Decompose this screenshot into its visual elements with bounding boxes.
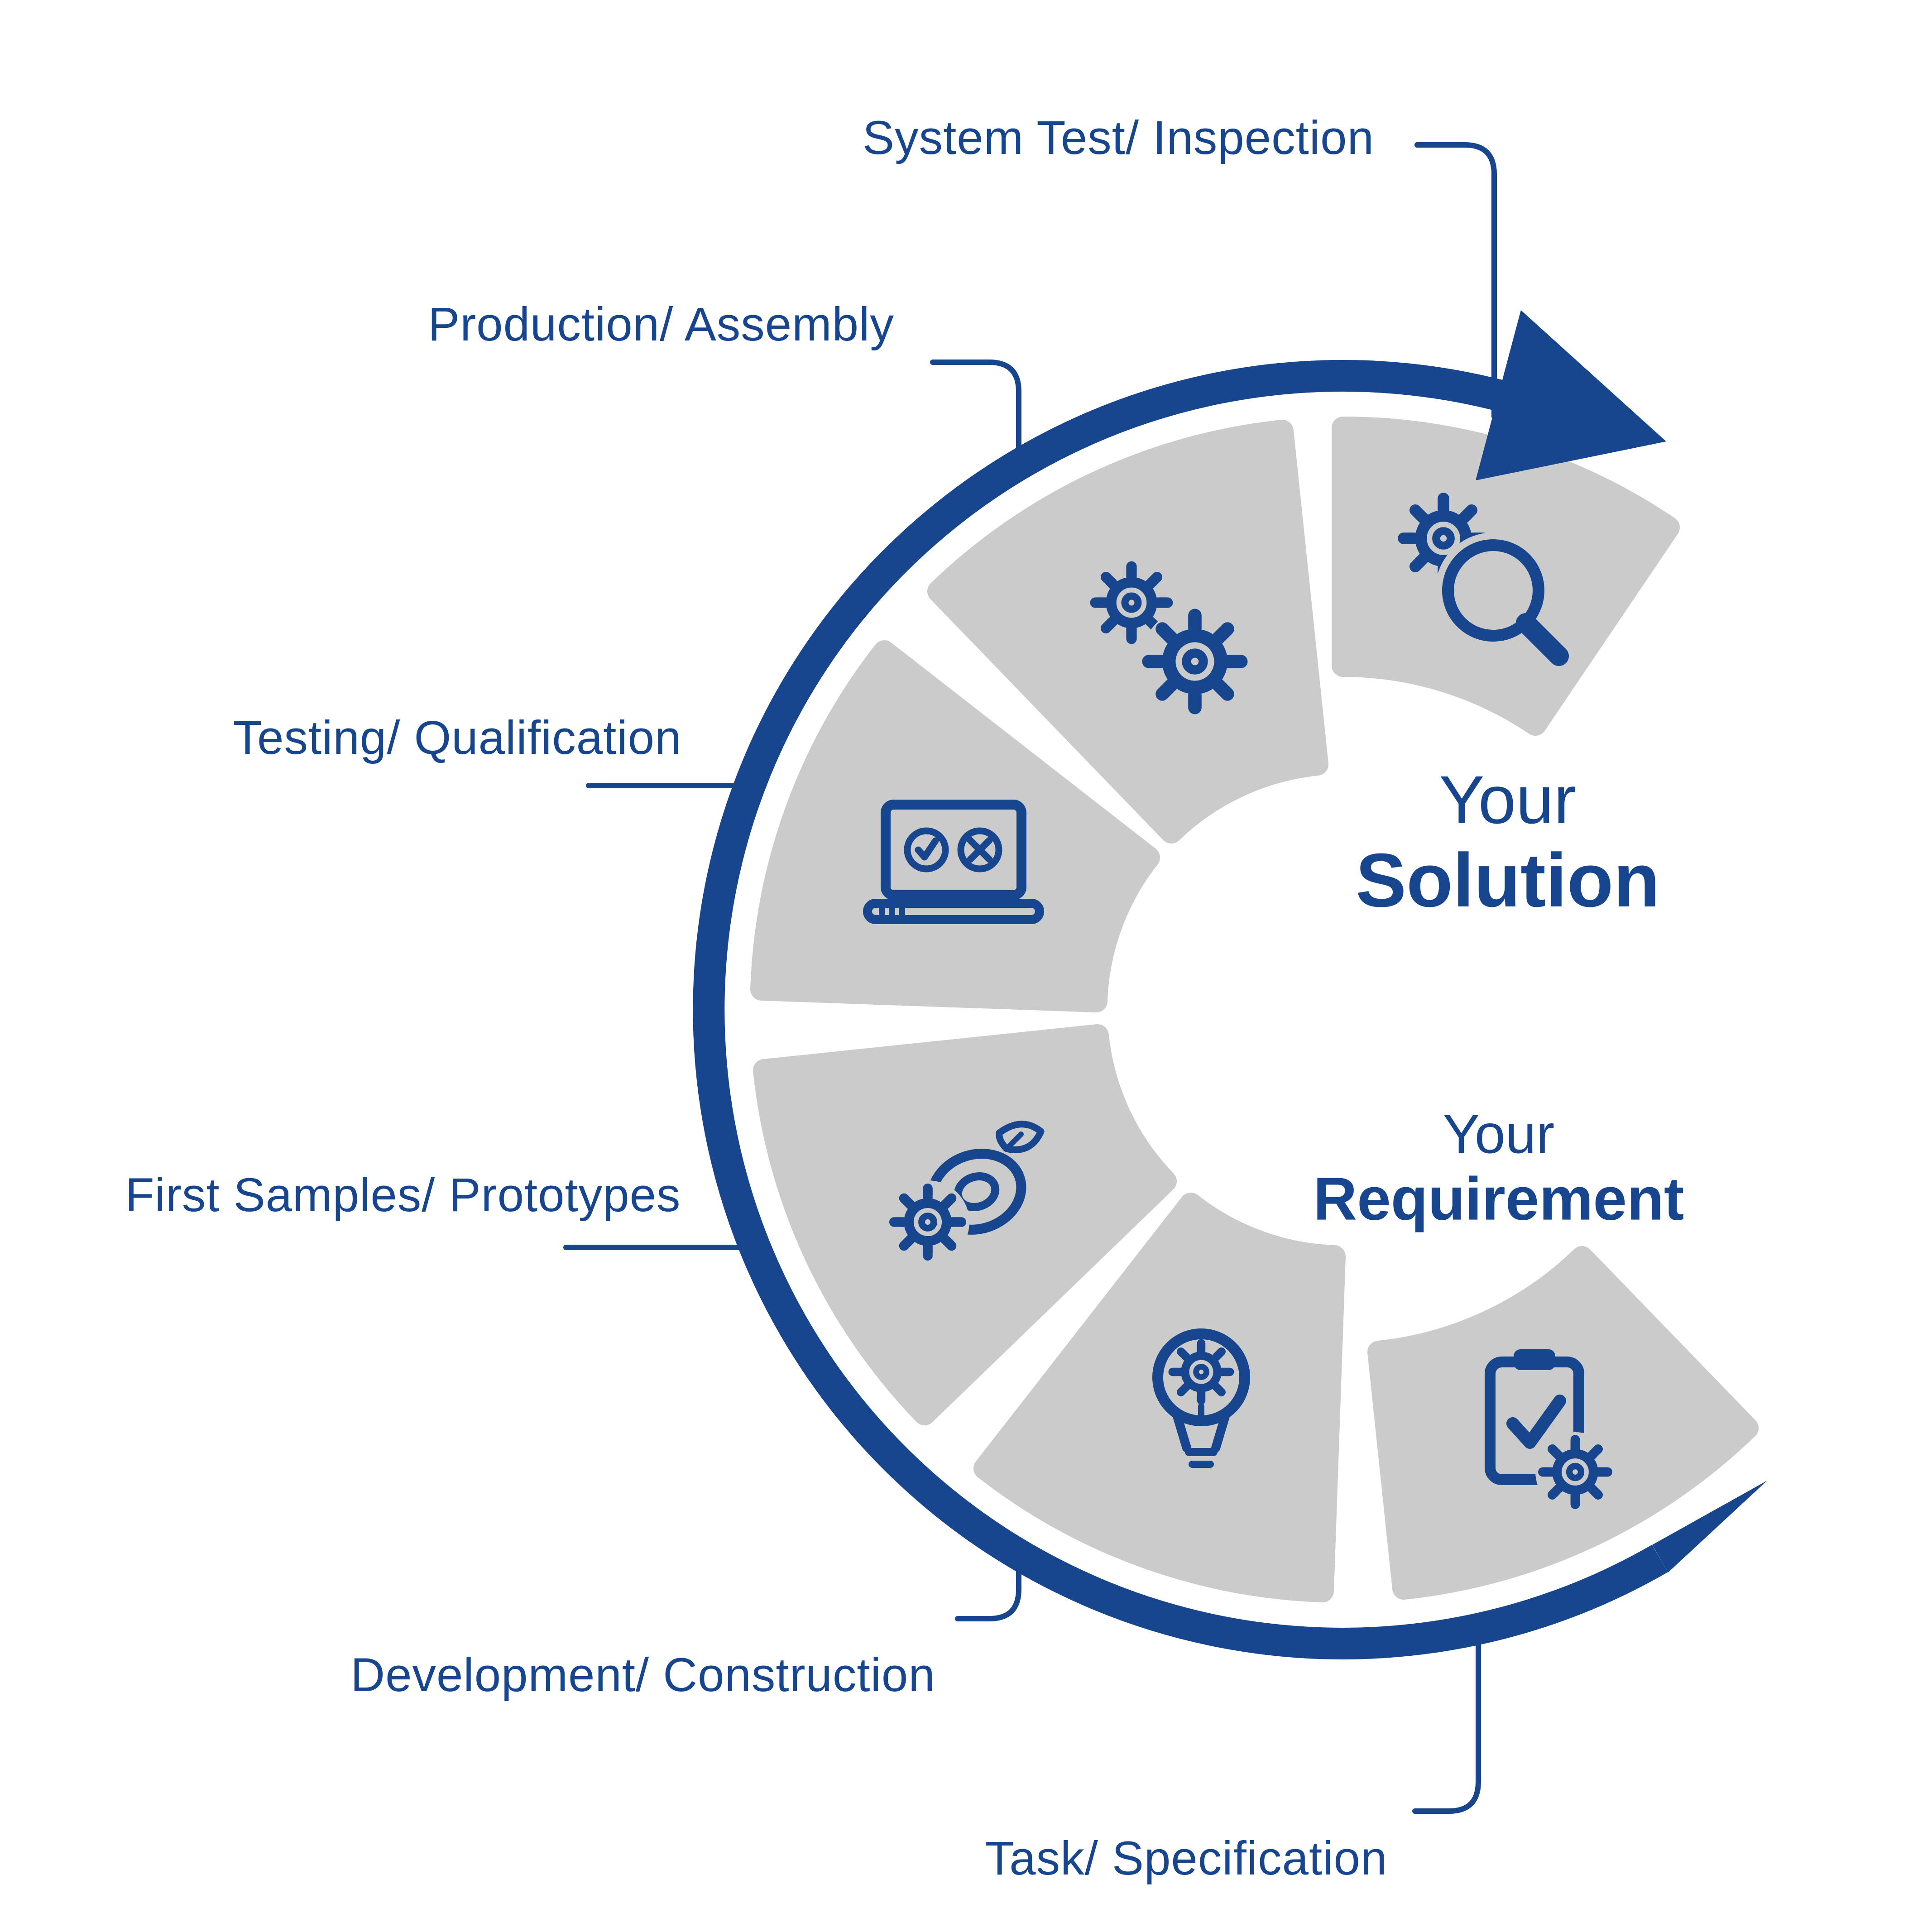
your-requirement-line1: Your bbox=[1443, 1103, 1555, 1165]
connector-development bbox=[955, 1553, 1021, 1621]
your-solution-line1: Your bbox=[1439, 761, 1577, 838]
tape-roll-leaf-gear-icon bbox=[886, 1121, 1045, 1264]
label-production: Production/ Assembly bbox=[428, 298, 894, 351]
label-system-test: System Test/ Inspection bbox=[863, 111, 1374, 164]
connector-production bbox=[930, 360, 1021, 469]
label-testing: Testing/ Qualification bbox=[233, 711, 682, 764]
segment-ring bbox=[750, 417, 1759, 1602]
segment-task bbox=[1367, 1246, 1759, 1600]
your-requirement-text: Your Requirement bbox=[1313, 1103, 1684, 1233]
label-connectors bbox=[563, 142, 1497, 1814]
two-gears-icon bbox=[1095, 566, 1249, 716]
connector-task bbox=[1412, 1627, 1481, 1814]
your-solution-line2: Solution bbox=[1356, 837, 1660, 923]
cycle-arrow-tail bbox=[1652, 1481, 1767, 1572]
clipboard-check-gear-icon bbox=[1485, 1349, 1615, 1512]
label-task: Task/ Specification bbox=[985, 1832, 1388, 1885]
segment-testing bbox=[750, 640, 1160, 1012]
laptop-check-cross-icon bbox=[863, 800, 1044, 924]
cycle-arrow-arc bbox=[693, 360, 1668, 1659]
your-solution-text: Your Solution bbox=[1356, 762, 1660, 923]
gear-magnifier-icon bbox=[1404, 499, 1569, 666]
label-first-samples: First Samples/ Prototypes bbox=[125, 1169, 681, 1222]
cycle-arrow bbox=[693, 310, 1767, 1659]
lightbulb-gear-icon bbox=[1152, 1328, 1250, 1468]
your-requirement-line2: Requirement bbox=[1313, 1165, 1684, 1233]
label-development: Development/ Construction bbox=[350, 1649, 935, 1702]
connector-system-test bbox=[1414, 142, 1497, 419]
cycle-arrow-head bbox=[1476, 310, 1666, 480]
